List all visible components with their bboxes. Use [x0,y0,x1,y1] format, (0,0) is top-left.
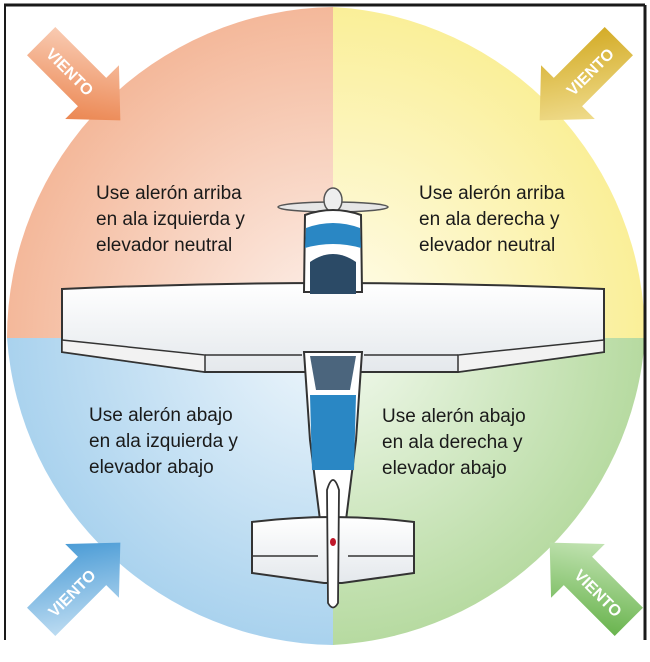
instruction-line: elevador abajo [89,457,214,478]
instruction-line: Use alerón arriba [96,183,242,204]
instruction-line: elevador neutral [419,235,556,256]
instruction-line: elevador abajo [382,458,507,479]
instruction-line: en ala derecha y [419,209,560,230]
left-aileron [61,339,206,373]
instruction-line: Use alerón arriba [419,183,565,204]
quadrant-top-left [6,7,333,338]
instruction-line: Use alerón abajo [89,405,233,426]
main-wing [61,282,605,373]
instruction-bottom-left: Use alerón abajo en ala izquierda y elev… [89,403,319,481]
instruction-line: elevador neutral [96,235,233,256]
beacon-light [330,538,336,546]
instruction-line: en ala izquierda y [96,209,245,230]
tail-stripe [310,395,356,470]
rear-window [310,356,356,390]
windshield [310,254,356,294]
quadrant-top-right [333,7,646,338]
instruction-line: Use alerón abajo [382,406,526,427]
propeller-spinner [323,187,343,213]
instruction-line: en ala izquierda y [89,431,238,452]
nose-stripe [305,223,361,248]
instruction-top-right: Use alerón arriba en ala derecha y eleva… [419,181,649,259]
instruction-line: en ala derecha y [382,432,523,453]
instruction-bottom-right: Use alerón abajo en ala derecha y elevad… [382,404,612,482]
instruction-top-left: Use alerón arriba en ala izquierda y ele… [96,181,326,259]
right-aileron [457,339,605,373]
airplane [61,187,605,609]
